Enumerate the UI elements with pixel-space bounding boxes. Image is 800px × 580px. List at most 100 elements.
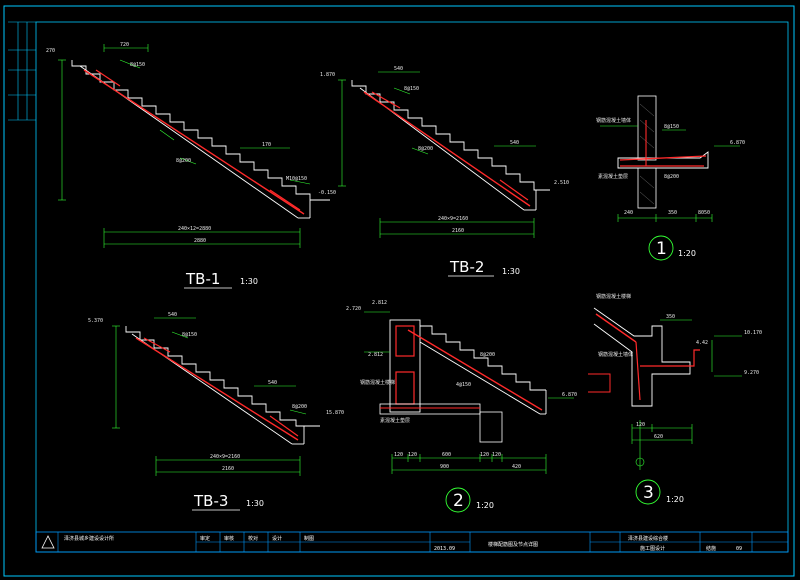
tb3-rebar-label-1: 8@150 bbox=[182, 332, 197, 338]
detail2-dimensions bbox=[364, 311, 574, 474]
detail3-dim-top: 350 bbox=[666, 314, 675, 320]
detail2-level-top: 2.720 bbox=[346, 306, 361, 312]
detail2-base bbox=[379, 403, 481, 415]
detail1-dim-2: 80 bbox=[698, 210, 704, 216]
tb3-rebar-label-2: 8@200 bbox=[292, 404, 307, 410]
detail2-wall bbox=[389, 319, 421, 413]
title-block-field-2: 校对 bbox=[248, 535, 258, 542]
detail2-number: 2 bbox=[453, 491, 464, 511]
title-block-field-0: 审定 bbox=[200, 535, 210, 542]
detail1-rebar-label-2: 8@200 bbox=[664, 174, 679, 180]
detail3-note-wall: 钢筋混凝土墙体 bbox=[598, 351, 633, 358]
title-block-field-1: 审核 bbox=[224, 535, 234, 542]
detail2-dim-total-left: 900 bbox=[440, 464, 449, 470]
detail3-bubble bbox=[635, 479, 661, 505]
tb3-rebar-main bbox=[135, 337, 299, 441]
tb1-dim-total: 2880 bbox=[194, 238, 206, 244]
detail1-dimensions bbox=[600, 125, 740, 222]
tb2-rebar-main bbox=[363, 91, 531, 207]
tb2-step-outline bbox=[351, 80, 550, 191]
tb2-dimensions bbox=[338, 71, 536, 238]
detail2-dim-2: 600 bbox=[442, 452, 451, 458]
tb2-scale: 1:30 bbox=[502, 267, 520, 276]
binding-strip bbox=[8, 21, 36, 121]
tb2-title: TB-2 bbox=[449, 258, 484, 276]
tb3-dimensions bbox=[112, 317, 307, 476]
node-detail-1: 240 350 80 50 6.870 8@150 8@200 钢筋混凝土墙体 … bbox=[596, 95, 745, 261]
tb1-dimensions bbox=[58, 44, 311, 248]
title-block-company: 泽济县城乡建设设计所 bbox=[64, 535, 114, 542]
tb3-dim-steps: 240×9=2160 bbox=[210, 454, 240, 460]
title-block-field-3: 设计 bbox=[272, 535, 282, 542]
detail3-rebar-main bbox=[595, 313, 637, 343]
detail2-scale: 1:20 bbox=[476, 501, 494, 510]
detail2-level-low: 2.812 bbox=[368, 352, 383, 358]
detail1-bubble bbox=[648, 235, 674, 261]
detail2-rebar-label-2: 4@150 bbox=[456, 382, 471, 388]
tb2-dim-bottom-level: 2.510 bbox=[554, 180, 569, 186]
stair-detail-tb1: 270 720 240×12=2880 2880 8@150 8@200 170… bbox=[46, 42, 336, 289]
tb3-dim-bottom-level: 15.870 bbox=[326, 410, 344, 416]
stair-detail-tb3: 5.370 540 540 15.870 240×9=2160 2160 8@1… bbox=[88, 312, 344, 511]
stair-detail-tb2: 1.870 540 540 2.510 240×9=2160 2160 8@15… bbox=[320, 66, 569, 277]
tb2-dim-top-level: 1.870 bbox=[320, 72, 335, 78]
detail2-dim-1: 120 bbox=[408, 452, 417, 458]
detail2-rebar-label-1: 8@200 bbox=[480, 352, 495, 358]
detail3-scale: 1:20 bbox=[666, 495, 684, 504]
company-logo bbox=[41, 535, 55, 549]
detail2-dim-total-right: 420 bbox=[512, 464, 521, 470]
sheet-border-outer bbox=[3, 5, 795, 577]
tb1-scale: 1:30 bbox=[240, 277, 258, 286]
node-detail-3: 350 120 620 10.170 9.270 4.42 钢筋混凝土楼梯 钢筋… bbox=[588, 293, 762, 505]
detail1-rebar-label-1: 8@150 bbox=[664, 124, 679, 130]
tb1-rebar-main bbox=[83, 69, 305, 215]
tb1-rebar-label-2: 8@200 bbox=[176, 158, 191, 164]
detail2-dim-3: 120 bbox=[480, 452, 489, 458]
detail3-dimensions bbox=[631, 319, 742, 444]
detail2-rebar-main bbox=[407, 329, 543, 411]
title-block-drawing-name: 楼梯配筋图及节点详图 bbox=[488, 541, 538, 548]
tb1-dim-top-level: 270 bbox=[46, 48, 55, 54]
detail3-hook bbox=[688, 349, 700, 367]
tb3-title: TB-3 bbox=[193, 492, 228, 510]
title-block-project: 泽济县建设综合楼 bbox=[628, 535, 668, 542]
title-block-sheet: 结施 bbox=[706, 545, 716, 552]
detail2-level-mid: 2.812 bbox=[372, 300, 387, 306]
tb3-dim-total: 2160 bbox=[222, 466, 234, 472]
tb1-rebar-label-3: M10@150 bbox=[286, 176, 307, 182]
detail1-dim-0: 240 bbox=[624, 210, 633, 216]
title-block-date: 2013.09 bbox=[434, 546, 455, 552]
tb2-dim-bottom: 540 bbox=[510, 140, 519, 146]
detail2-level-right: 6.870 bbox=[562, 392, 577, 398]
detail1-number: 1 bbox=[656, 239, 667, 259]
detail1-landing-slab bbox=[617, 151, 709, 169]
detail1-wall-upper bbox=[637, 95, 657, 161]
detail2-stair-steps bbox=[420, 325, 546, 391]
tb1-dim-steps: 240×12=2880 bbox=[178, 226, 211, 232]
detail1-scale: 1:20 bbox=[678, 249, 696, 258]
detail2-note-pad: 素混凝土垫层 bbox=[380, 417, 410, 424]
tb2-dim-steps: 240×9=2160 bbox=[438, 216, 468, 222]
detail2-slab-line bbox=[419, 341, 541, 415]
tb3-step-outline bbox=[125, 326, 320, 427]
tb1-rebar-label-1: 8@150 bbox=[130, 62, 145, 68]
title-block-sheet-no: 09 bbox=[736, 546, 742, 552]
tb1-dim-riser: 170 bbox=[262, 142, 271, 148]
detail3-dim-left: 120 bbox=[636, 422, 645, 428]
tb2-dim-top: 540 bbox=[394, 66, 403, 72]
tb3-dim-top: 540 bbox=[168, 312, 177, 318]
detail2-note-stair: 钢筋混凝土楼梯 bbox=[360, 379, 395, 386]
node-detail-2: 2.720 2.812 2.812 6.870 120 120 600 120 … bbox=[346, 300, 577, 513]
detail3-dim-total: 620 bbox=[654, 434, 663, 440]
detail2-bubble bbox=[445, 487, 471, 513]
tb1-dim-bottom-level: -0.150 bbox=[318, 190, 336, 196]
detail1-rebar-top bbox=[619, 155, 707, 161]
tb2-dim-total: 2160 bbox=[452, 228, 464, 234]
tb1-step-outline bbox=[71, 60, 311, 200]
detail2-dim-0: 120 bbox=[394, 452, 403, 458]
detail3-note-stair: 钢筋混凝土楼梯 bbox=[596, 293, 631, 300]
title-block-field-4: 制图 bbox=[304, 535, 314, 542]
tb2-rebar-label-1: 8@150 bbox=[404, 86, 419, 92]
